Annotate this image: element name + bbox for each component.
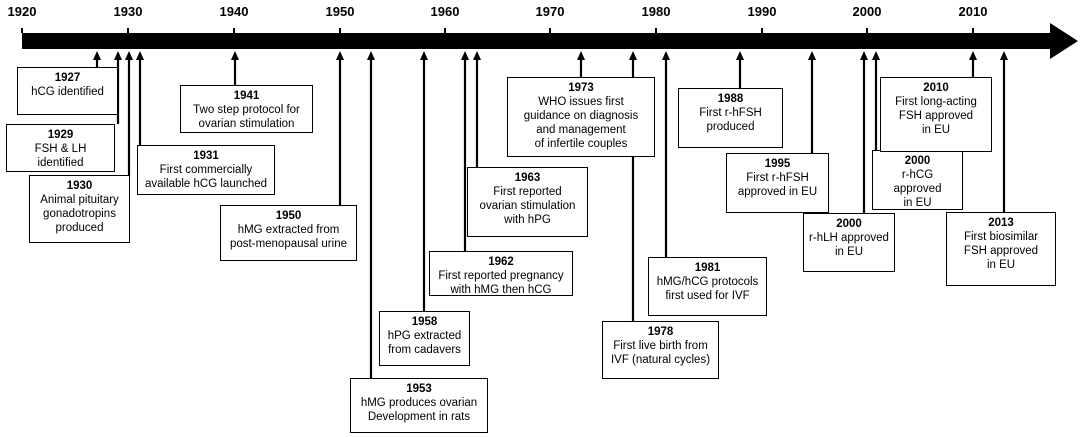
tick-label-1950: 1950 [325, 4, 355, 19]
connector-arrowhead [461, 51, 469, 60]
tick-label-1930: 1930 [113, 4, 143, 19]
event-box-2000: 2000 r-hCG approved in EU [872, 150, 963, 210]
event-box-1953: 1953 hMG produces ovarian Development in … [350, 378, 488, 433]
event-description: First r-hFSH approved in EU [737, 172, 818, 198]
event-year: 1988 [717, 93, 744, 105]
event-description: hPG extracted from cadavers [387, 330, 462, 356]
event-description: r-hCG approved in EU [893, 169, 942, 209]
event-description: Animal pituitary gonadotropins produced [40, 194, 119, 234]
event-year: 1995 [764, 158, 791, 170]
event-description: FSH & LH identified [34, 143, 87, 169]
event-description: First commercially available hCG launche… [144, 164, 268, 190]
connector-arrowhead [473, 51, 481, 60]
connector-arrowhead [231, 51, 239, 60]
connector-arrowhead [420, 51, 428, 60]
event-description: First biosimilar FSH approved in EU [963, 231, 1039, 271]
connector-arrowhead [1000, 51, 1008, 60]
event-year: 1950 [275, 210, 302, 222]
event-description: Two step protocol for ovarian stimulatio… [193, 104, 300, 130]
connector-arrowhead [969, 51, 977, 60]
event-description: r-hLH approved in EU [809, 232, 889, 258]
event-year: 1973 [568, 82, 594, 94]
event-year: 2000 [904, 155, 931, 167]
event-description: First reported ovarian stimulation with … [479, 186, 576, 226]
event-box-1981: 1981 hMG/hCG protocols first used for IVF [648, 257, 767, 316]
tick-label-1970: 1970 [535, 4, 565, 19]
tick-label-1940: 1940 [219, 4, 249, 19]
event-description: hMG/hCG protocols first used for IVF [656, 276, 759, 302]
event-year: 1931 [193, 150, 219, 162]
event-description: hMG extracted from post-menopausal urine [230, 224, 347, 250]
event-description: First long-acting FSH approved in EU [895, 96, 977, 136]
event-description: WHO issues first guidance on diagnosis a… [523, 96, 639, 150]
connector-arrowhead [93, 51, 101, 60]
connector-arrowhead [367, 51, 375, 60]
connector-arrowhead [125, 51, 133, 60]
event-description: First reported pregnancy with hMG then h… [438, 270, 564, 296]
connector-arrowhead [872, 51, 880, 60]
event-box-1927: 1927 hCG identified [17, 67, 118, 115]
connector-arrowhead [336, 51, 344, 60]
event-year: 1962 [488, 256, 514, 268]
event-description: hCG identified [31, 86, 104, 98]
tick-label-1920: 1920 [7, 4, 37, 19]
event-year: 1958 [411, 316, 438, 328]
event-box-1950: 1950 hMG extracted from post-menopausal u… [220, 205, 357, 261]
connector-arrowhead [629, 51, 637, 60]
event-year: 1930 [66, 180, 93, 192]
connector-arrowhead [662, 51, 670, 60]
timeline-ticks [21, 28, 974, 33]
connector-arrowhead [114, 51, 122, 60]
event-year: 2010 [923, 82, 949, 94]
event-description: hMG produces ovarian Development in rats [360, 397, 478, 423]
connector-arrowhead [736, 51, 744, 60]
tick-label-1990: 1990 [747, 4, 777, 19]
event-description: First r-hFSH produced [699, 107, 762, 133]
connector-arrowhead [860, 51, 868, 60]
event-year: 1941 [233, 90, 260, 102]
event-year: 1978 [647, 326, 674, 338]
event-year: 1963 [514, 172, 541, 184]
event-year: 1953 [406, 383, 432, 395]
timeline-bar [22, 33, 1062, 49]
timeline-arrowhead [1050, 23, 1078, 59]
event-description: First live birth from IVF (natural cycle… [610, 340, 711, 366]
event-year: 2000 [836, 218, 862, 230]
event-box-2000: 2000 r-hLH approved in EU [803, 213, 895, 272]
tick-label-2000: 2000 [852, 4, 882, 19]
event-year: 2013 [988, 217, 1014, 229]
event-year: 1929 [47, 129, 74, 141]
tick-label-1960: 1960 [430, 4, 460, 19]
tick-label-1980: 1980 [641, 4, 671, 19]
event-box-1958: 1958 hPG extracted from cadavers [379, 311, 470, 366]
event-year: 1927 [54, 72, 81, 84]
connector-arrowhead [577, 51, 585, 60]
connector-arrowhead [136, 51, 144, 60]
tick-label-2010: 2010 [958, 4, 988, 19]
connector-arrowhead [808, 51, 816, 60]
event-year: 1981 [694, 262, 721, 274]
